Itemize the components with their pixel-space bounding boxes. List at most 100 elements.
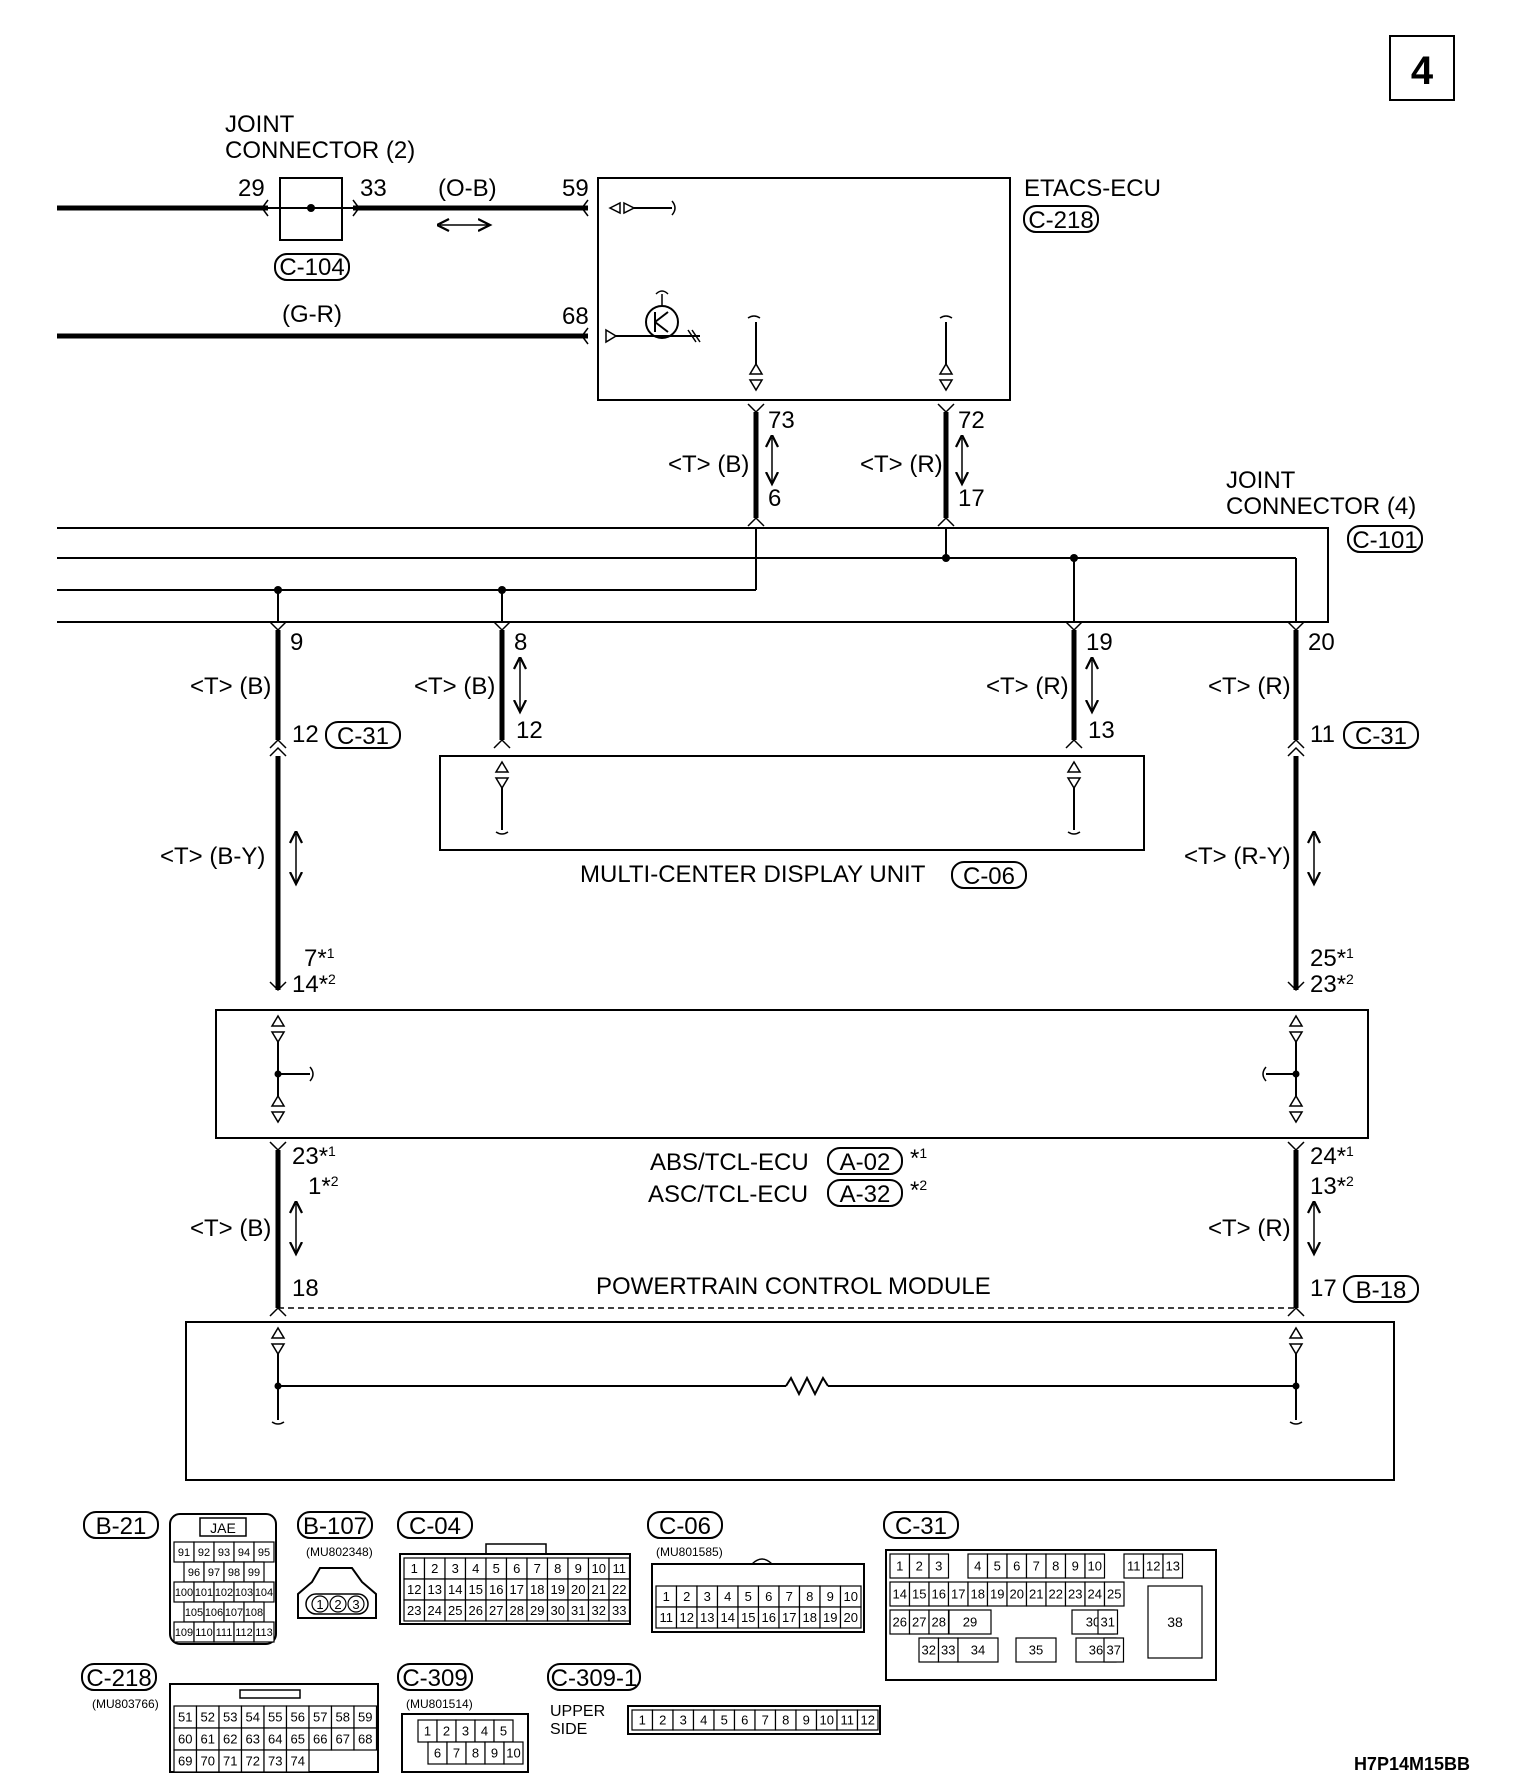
pin-label: 103 xyxy=(235,1587,253,1599)
pin-label: 16 xyxy=(489,1582,503,1597)
wire-color-by: <T> (B-Y) xyxy=(160,843,265,870)
pin-cell xyxy=(503,1741,524,1765)
pin-label: 32 xyxy=(922,1643,936,1658)
pin-label: 1 xyxy=(896,1559,903,1574)
pin-label: 101 xyxy=(195,1587,213,1599)
pin-label: 8 xyxy=(472,1746,479,1761)
pin-label: 1 xyxy=(316,1597,323,1612)
c104-tag: C-104 xyxy=(274,253,350,281)
pin-label: 91 xyxy=(178,1547,190,1559)
svg-text:C-309-1: C-309-1 xyxy=(551,1665,638,1692)
pin-label: 17 xyxy=(510,1582,524,1597)
pin-label: 9 xyxy=(491,1746,498,1761)
wire-color-73: <T> (B) xyxy=(668,451,749,478)
pin-label: 26 xyxy=(469,1603,483,1618)
pin-label: 15 xyxy=(469,1582,483,1597)
pin-label: 24 xyxy=(1088,1587,1102,1602)
pin-label: 12 xyxy=(680,1610,694,1625)
pin-label: 5 xyxy=(493,1561,500,1576)
pin-label: 35 xyxy=(1029,1643,1043,1658)
pin-label: 1 xyxy=(663,1589,670,1604)
pin-label: 17 xyxy=(782,1610,796,1625)
pin-label: 14 xyxy=(721,1610,735,1625)
pin-73: 73 xyxy=(768,407,795,434)
pin-label: 7 xyxy=(453,1746,460,1761)
mcdu-label: MULTI-CENTER DISPLAY UNIT xyxy=(580,861,926,888)
pin-label: 6 xyxy=(434,1746,441,1761)
pin-label: 9 xyxy=(803,1713,810,1728)
pin-12-c31: 12 xyxy=(292,721,319,748)
pin-label: 7 xyxy=(534,1561,541,1576)
pin-label: 11 xyxy=(660,1610,674,1625)
svg-text:(MU802348): (MU802348) xyxy=(306,1545,373,1559)
wire-color-gr: (G-R) xyxy=(282,301,342,328)
pin-label: 25 xyxy=(448,1603,462,1618)
pin-label: 8 xyxy=(806,1589,813,1604)
pin-label: 24 xyxy=(428,1603,442,1618)
pin-68: 68 xyxy=(562,303,589,330)
pin-label: 12 xyxy=(407,1582,421,1597)
pin-label: 29 xyxy=(530,1603,544,1618)
svg-text:C-31: C-31 xyxy=(337,723,389,750)
wire-8 xyxy=(493,621,520,749)
asc-label: ASC/TCL-ECU xyxy=(648,1181,808,1208)
pcm-label: POWERTRAIN CONTROL MODULE xyxy=(596,1273,991,1300)
etacs-label: ETACS-ECU xyxy=(1024,175,1161,202)
pin-label: 72 xyxy=(246,1754,260,1769)
top-wire-ob xyxy=(57,199,589,217)
pin-label: 3 xyxy=(462,1724,469,1739)
abs-mark: *1 xyxy=(910,1145,927,1172)
pin-label: 21 xyxy=(1029,1587,1043,1602)
pin-label: 17 xyxy=(951,1587,965,1602)
pin-label: 58 xyxy=(336,1710,350,1725)
pin-label: 6 xyxy=(765,1589,772,1604)
pin-cell xyxy=(957,1637,999,1663)
pin-label: 62 xyxy=(223,1732,237,1747)
pin-18: 18 xyxy=(292,1275,319,1302)
pin-label: 31 xyxy=(1101,1615,1115,1630)
wire-color-72: <T> (R) xyxy=(860,451,943,478)
pin-label: 63 xyxy=(246,1732,260,1747)
svg-text:C-31: C-31 xyxy=(1355,723,1407,750)
wire-color-abs-left: <T> (B) xyxy=(190,1215,271,1242)
svg-text:B-21: B-21 xyxy=(96,1513,147,1540)
pin-label: 7 xyxy=(1033,1559,1040,1574)
pin-label: 8 xyxy=(554,1561,561,1576)
pin-label: 20 xyxy=(844,1610,858,1625)
pin-13-mcdu: 13 xyxy=(1088,717,1115,744)
pin-label: 20 xyxy=(571,1582,585,1597)
wire-color-19: <T> (R) xyxy=(986,673,1069,700)
wire-9 xyxy=(269,621,296,992)
pin-label: 2 xyxy=(659,1713,666,1728)
pin-label: 22 xyxy=(1049,1587,1063,1602)
pin-label: 27 xyxy=(489,1603,503,1618)
pin-cell xyxy=(353,1727,378,1751)
pin-label: 95 xyxy=(258,1547,270,1559)
pin-label: 32 xyxy=(592,1603,606,1618)
pin-label: 73 xyxy=(268,1754,282,1769)
pin-cell xyxy=(1103,1581,1125,1607)
pin-7: 7*1 xyxy=(304,945,335,972)
pin-label: 8 xyxy=(1052,1559,1059,1574)
wire-color-ry: <T> (R-Y) xyxy=(1184,843,1291,870)
pin-13-asc: 13*2 xyxy=(1310,1173,1354,1200)
pin-label: 10 xyxy=(844,1589,858,1604)
a32-tag: A-32 xyxy=(827,1179,903,1208)
wire-73-6 xyxy=(747,403,772,527)
wire-color-abs-right: <T> (R) xyxy=(1208,1215,1291,1242)
pin-17: 17 xyxy=(958,485,985,512)
pin-label: 98 xyxy=(228,1567,240,1579)
pin-label: 11 xyxy=(613,1561,627,1576)
pin-label: 19 xyxy=(990,1587,1004,1602)
pin-label: 27 xyxy=(912,1615,926,1630)
pin-label: 56 xyxy=(291,1710,305,1725)
svg-text:(MU801514): (MU801514) xyxy=(406,1697,473,1711)
joint-connector-2-label-1: JOINT xyxy=(225,111,295,138)
svg-text:B-107: B-107 xyxy=(303,1513,367,1540)
pin-label: 10 xyxy=(506,1746,520,1761)
pin-label: 111 xyxy=(216,1627,233,1639)
pin-25: 25*1 xyxy=(1310,945,1354,972)
pin-label: 33 xyxy=(612,1603,626,1618)
